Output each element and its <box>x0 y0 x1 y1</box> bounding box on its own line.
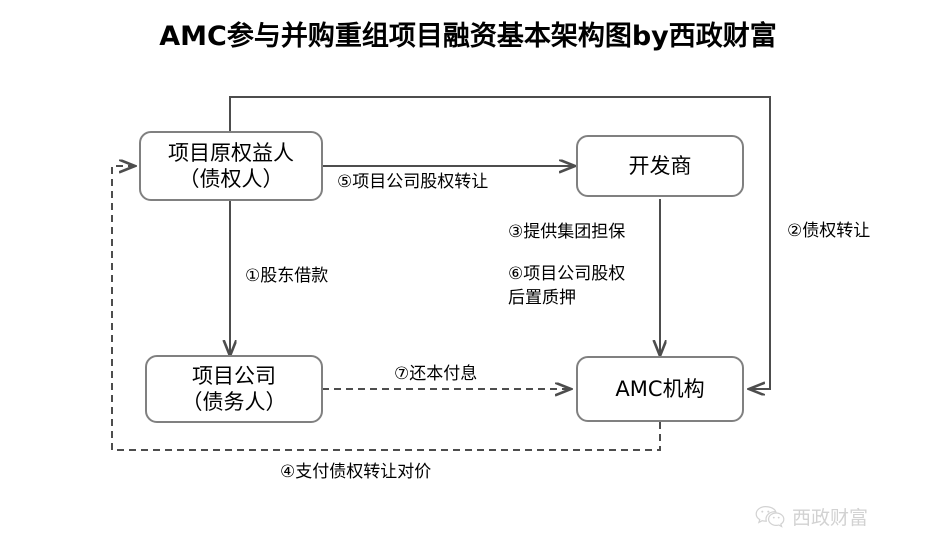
node-project-company-line2: （债务人） <box>181 390 287 414</box>
node-original-rights-holder[interactable]: 项目原权益人 （债权人） <box>139 131 323 201</box>
edge-pay-claim-consideration <box>111 166 661 451</box>
watermark: 西政财富 <box>755 503 868 530</box>
node-original-rights-holder-line1: 项目原权益人 <box>168 140 294 165</box>
edge-label-equity-pledge-line2: 后置质押 <box>506 286 578 311</box>
node-project-company[interactable]: 项目公司 （债务人） <box>145 355 323 423</box>
watermark-text: 西政财富 <box>792 507 869 529</box>
edge-label-claim-transfer: ②债权转让 <box>785 219 873 244</box>
page-title: AMC参与并购重组项目融资基本架构图by西政财富 <box>159 21 777 52</box>
edge-label-shareholder-loan: ①股东借款 <box>243 264 331 289</box>
node-project-company-line1: 项目公司 <box>192 363 276 388</box>
edge-label-equity-transfer: ⑤项目公司股权转让 <box>335 170 491 195</box>
node-original-rights-holder-line2: （债权人） <box>178 167 284 191</box>
node-developer-line1: 开发商 <box>628 153 692 178</box>
node-amc[interactable]: AMC机构 <box>576 356 744 422</box>
node-amc-line1: AMC机构 <box>615 376 705 401</box>
edge-claim-transfer <box>229 96 771 389</box>
edge-label-group-guarantee: ③提供集团担保 <box>506 220 628 245</box>
edge-label-repay-principal-interest: ⑦还本付息 <box>392 362 480 387</box>
wechat-icon <box>755 505 785 529</box>
node-developer[interactable]: 开发商 <box>576 135 744 197</box>
edge-label-pay-claim-consideration: ④支付债权转让对价 <box>278 460 434 485</box>
edge-label-equity-pledge-line1: ⑥项目公司股权 <box>506 262 628 287</box>
